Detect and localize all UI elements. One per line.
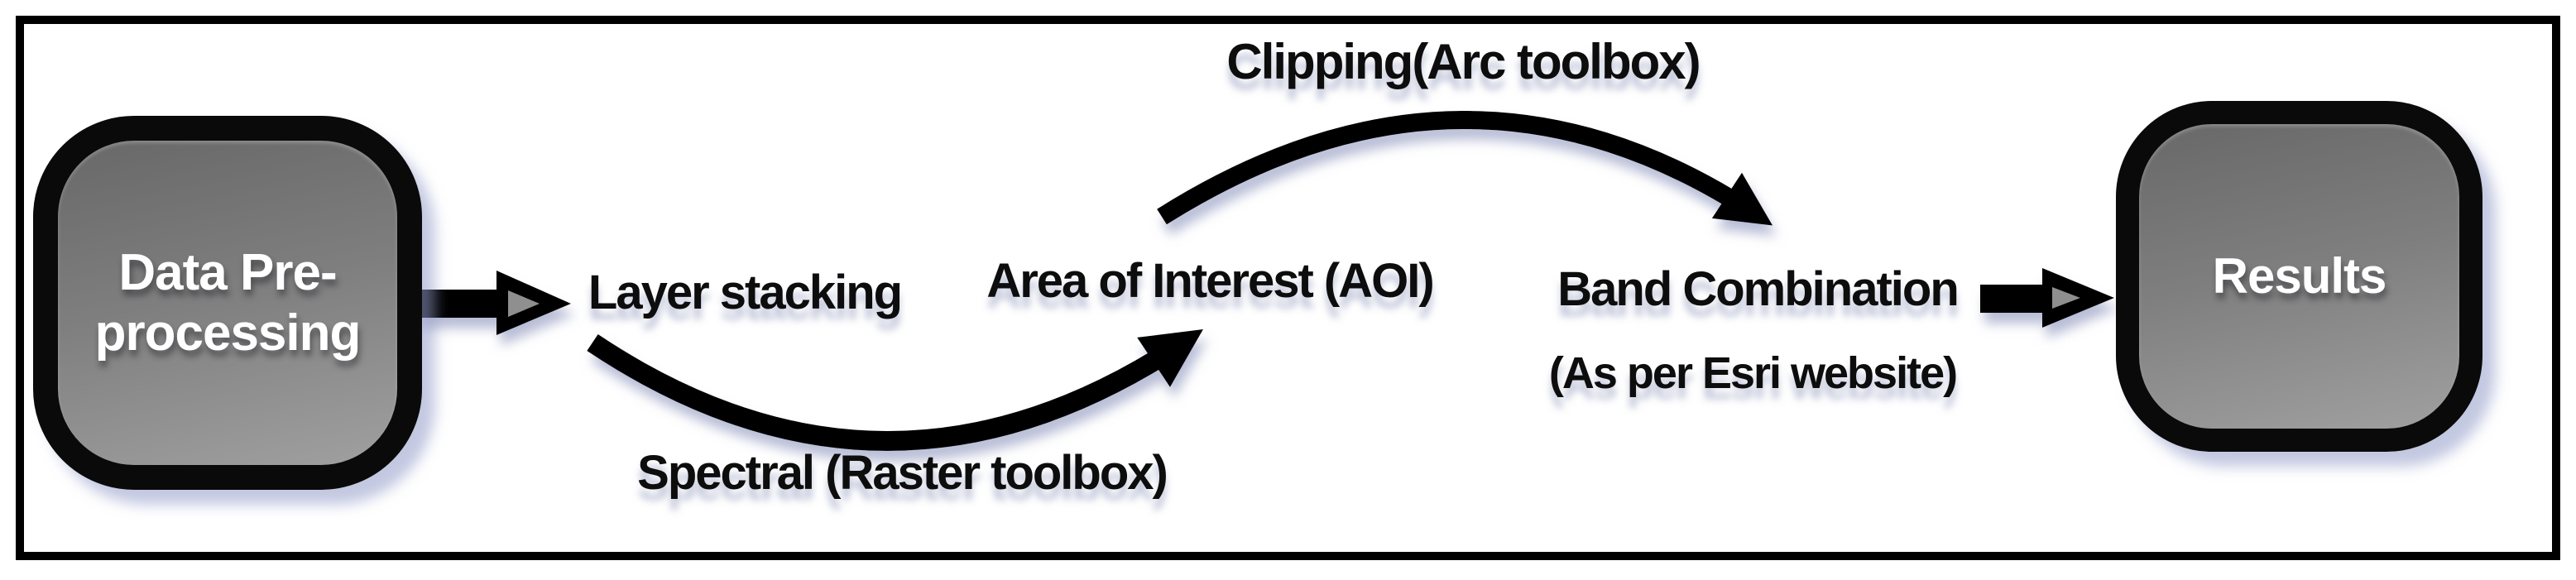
node-data-preprocessing-label-line1: Data Pre- [118, 243, 337, 301]
step-label-area-of-interest: Area of Interest (AOI) [986, 254, 1434, 308]
arc-spectral-edge [587, 329, 1203, 451]
diagram-frame [16, 16, 2560, 560]
arrow-start-to-layer [418, 271, 571, 335]
step-sublabel-esri-website: (As per Esri website) [1548, 348, 1958, 398]
edge-label-clipping: Clipping(Arc toolbox) [1226, 34, 1701, 89]
arc-clipping-edge [1157, 111, 1773, 226]
arrow-bevel-icon [2052, 287, 2080, 309]
node-results-label: Results [2212, 247, 2387, 304]
step-label-band-combination: Band Combination [1557, 262, 1960, 316]
step-label-layer-stacking: Layer stacking [588, 266, 903, 319]
arrow-band-to-results [1980, 268, 2114, 328]
node-data-preprocessing: Data Pre- processing [33, 116, 422, 490]
arrow-bevel-icon [508, 290, 540, 317]
node-data-preprocessing-label-line2: processing [94, 304, 362, 362]
edge-label-spectral: Spectral (Raster toolbox) [637, 446, 1168, 500]
node-results: Results [2116, 101, 2482, 452]
